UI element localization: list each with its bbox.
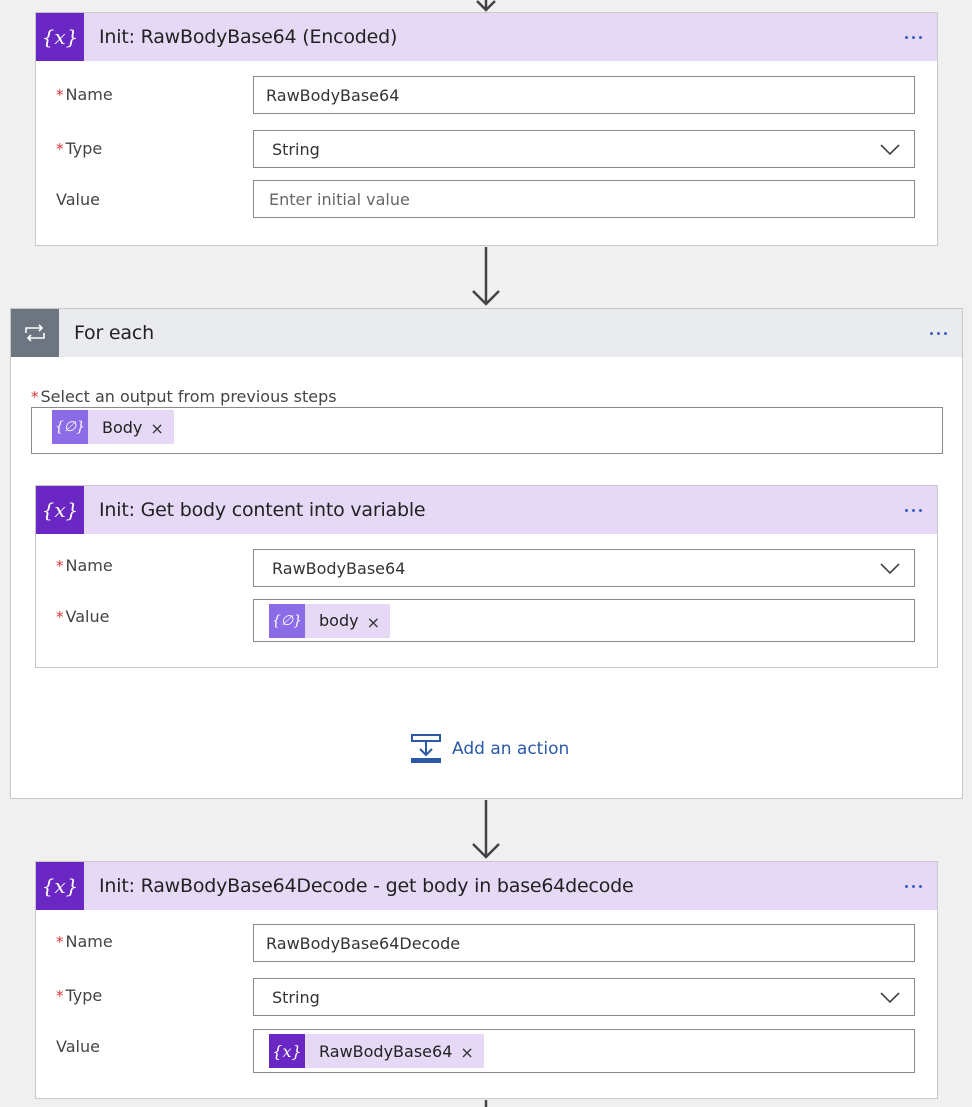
variable-icon: {x} bbox=[36, 13, 84, 61]
add-action-icon bbox=[411, 734, 441, 763]
add-action-label: Add an action bbox=[452, 739, 570, 759]
card-title: Init: RawBodyBase64Decode - get body in … bbox=[99, 875, 634, 897]
foreach-title: For each bbox=[74, 322, 154, 344]
card-title: Init: RawBodyBase64 (Encoded) bbox=[99, 26, 398, 48]
name-input[interactable]: RawBodyBase64 bbox=[253, 76, 915, 114]
value-label: Value bbox=[56, 1037, 100, 1056]
variable-icon: {x} bbox=[269, 1034, 305, 1068]
init-variable-card-decode: {x} Init: RawBodyBase64Decode - get body… bbox=[35, 861, 938, 1099]
remove-token-icon[interactable]: × bbox=[150, 419, 164, 438]
type-select[interactable]: String bbox=[253, 130, 915, 168]
card-header[interactable]: {x} Init: RawBodyBase64Decode - get body… bbox=[36, 862, 937, 910]
card-header[interactable]: {x} Init: Get body content into variable bbox=[36, 486, 937, 534]
type-label: *Type bbox=[56, 986, 103, 1005]
name-label: *Name bbox=[56, 556, 113, 575]
foreach-card: For each *Select an output from previous… bbox=[10, 308, 963, 799]
more-options-icon[interactable] bbox=[926, 323, 950, 343]
chevron-down-icon bbox=[880, 992, 900, 1004]
init-variable-card-body: {x} Init: Get body content into variable… bbox=[35, 485, 938, 668]
add-action-button[interactable]: Add an action bbox=[410, 733, 569, 765]
value-input[interactable]: Enter initial value bbox=[253, 180, 915, 218]
token-label: Body bbox=[102, 417, 143, 437]
value-label: Value bbox=[56, 190, 100, 209]
type-value: String bbox=[272, 139, 320, 159]
name-label: *Name bbox=[56, 85, 113, 104]
variable-icon: {x} bbox=[36, 486, 84, 534]
variable-token[interactable]: {x} RawBodyBase64 × bbox=[269, 1034, 484, 1068]
card-title: Init: Get body content into variable bbox=[99, 499, 426, 521]
body-token[interactable]: {∅} body × bbox=[269, 603, 390, 638]
value-input[interactable]: {∅} body × bbox=[253, 599, 915, 642]
card-header[interactable]: {x} Init: RawBodyBase64 (Encoded) bbox=[36, 13, 937, 61]
foreach-header[interactable]: For each bbox=[11, 309, 962, 357]
name-input[interactable]: RawBodyBase64Decode bbox=[253, 924, 915, 962]
body-token[interactable]: {∅} Body × bbox=[52, 410, 174, 444]
more-options-icon[interactable] bbox=[901, 876, 925, 896]
name-value: RawBodyBase64 bbox=[272, 558, 406, 578]
token-label: RawBodyBase64 bbox=[319, 1041, 453, 1061]
variable-icon: {x} bbox=[36, 862, 84, 910]
more-options-icon[interactable] bbox=[901, 500, 925, 520]
more-options-icon[interactable] bbox=[901, 27, 925, 47]
remove-token-icon[interactable]: × bbox=[366, 612, 380, 632]
value-label: *Value bbox=[56, 607, 110, 626]
type-value: String bbox=[272, 987, 320, 1007]
type-select[interactable]: String bbox=[253, 978, 915, 1016]
name-label: *Name bbox=[56, 932, 113, 951]
loop-icon bbox=[11, 309, 59, 357]
init-variable-card-encoded: {x} Init: RawBodyBase64 (Encoded) *Name … bbox=[35, 12, 938, 246]
expression-icon: {∅} bbox=[52, 410, 88, 444]
value-input[interactable]: {x} RawBodyBase64 × bbox=[253, 1029, 915, 1073]
token-label: body bbox=[319, 611, 359, 630]
expression-icon: {∅} bbox=[269, 603, 305, 638]
select-output-input[interactable]: {∅} Body × bbox=[31, 407, 943, 454]
select-output-label: *Select an output from previous steps bbox=[31, 387, 337, 406]
chevron-down-icon bbox=[880, 144, 900, 156]
remove-token-icon[interactable]: × bbox=[460, 1043, 474, 1062]
type-label: *Type bbox=[56, 139, 103, 158]
chevron-down-icon bbox=[880, 563, 900, 575]
name-select[interactable]: RawBodyBase64 bbox=[253, 549, 915, 587]
